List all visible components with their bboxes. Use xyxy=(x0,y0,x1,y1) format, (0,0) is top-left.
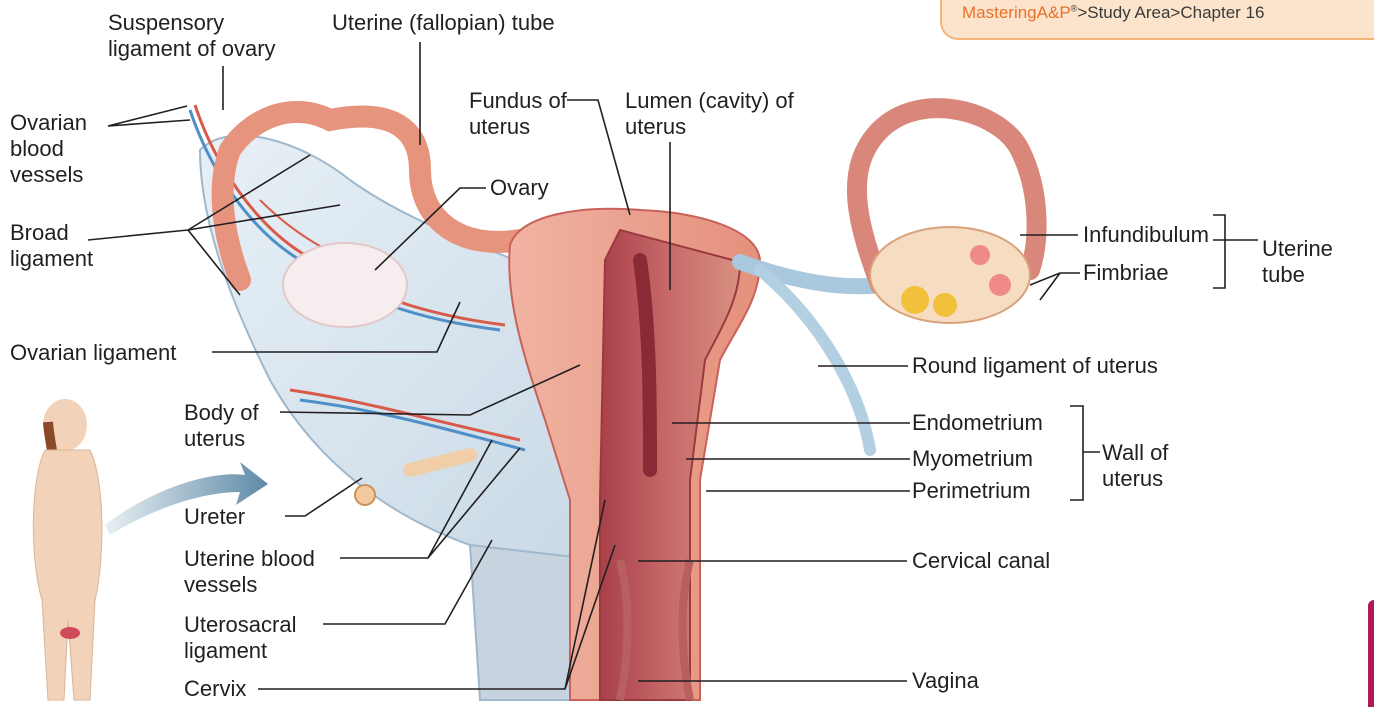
edge-tab[interactable] xyxy=(1368,600,1374,707)
label-ureter: Ureter xyxy=(184,504,245,530)
label-body-of-uterus: Body of uterus xyxy=(184,400,279,452)
label-round-ligament: Round ligament of uterus xyxy=(912,353,1158,379)
mastering-banner[interactable]: MasteringA&P®>Study Area>Chapter 16 xyxy=(940,0,1374,40)
label-uterine-vessels: Uterine blood vessels xyxy=(184,546,344,598)
label-ovarian-ligament: Ovarian ligament xyxy=(10,340,176,366)
uterus-section-shape xyxy=(600,230,740,700)
label-ovary: Ovary xyxy=(490,175,549,201)
label-fundus: Fundus of uterus xyxy=(469,88,569,140)
label-wall-group: Wall of uterus xyxy=(1102,440,1192,492)
label-broad-ligament: Broad ligament xyxy=(10,220,90,272)
label-fimbriae: Fimbriae xyxy=(1083,260,1169,286)
label-vagina: Vagina xyxy=(912,668,979,694)
label-ovarian-vessels: Ovarian blood vessels xyxy=(10,110,105,188)
banner-brand: Mastering xyxy=(962,3,1037,22)
label-uterosacral: Uterosacral ligament xyxy=(184,612,324,664)
label-suspensory-ligament: Suspensory ligament of ovary xyxy=(108,10,308,62)
label-endometrium: Endometrium xyxy=(912,410,1043,436)
label-myometrium: Myometrium xyxy=(912,446,1033,472)
label-cervix: Cervix xyxy=(184,676,246,702)
label-lumen: Lumen (cavity) of uterus xyxy=(625,88,820,140)
body-figure-shape xyxy=(33,399,102,700)
label-infundibulum: Infundibulum xyxy=(1083,222,1209,248)
banner-text[interactable]: MasteringA&P®>Study Area>Chapter 16 xyxy=(962,3,1264,23)
label-cervical-canal: Cervical canal xyxy=(912,548,1050,574)
ureter-shape xyxy=(355,485,375,505)
banner-brand-suffix: A&P xyxy=(1037,3,1071,22)
label-uterine-tube-group: Uterine tube xyxy=(1262,236,1362,288)
label-perimetrium: Perimetrium xyxy=(912,478,1031,504)
label-uterine-tube-top: Uterine (fallopian) tube xyxy=(332,10,555,36)
banner-path: >Study Area>Chapter 16 xyxy=(1077,3,1264,22)
left-ovary-shape xyxy=(283,243,407,327)
